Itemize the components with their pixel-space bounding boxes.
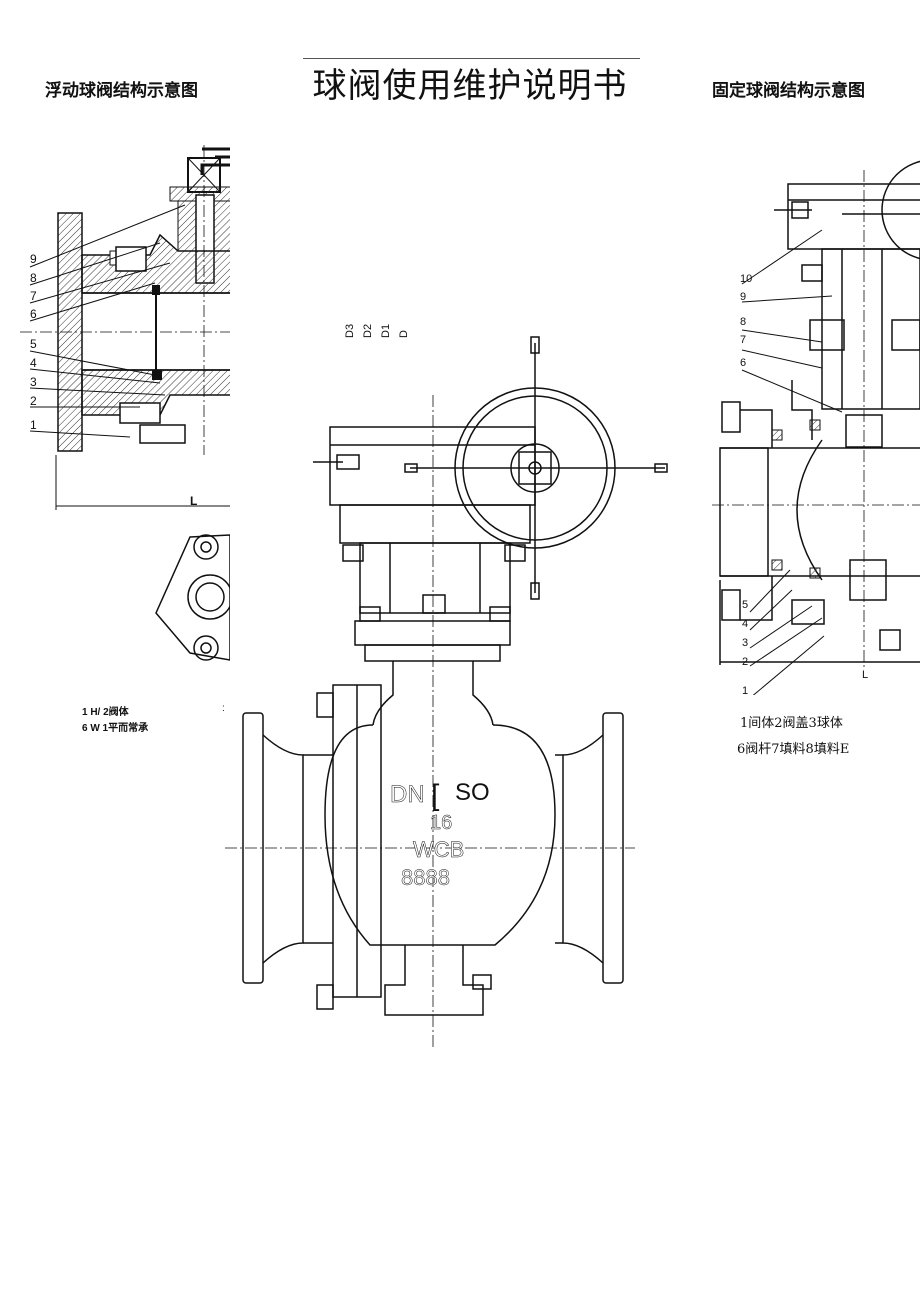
dim-d2: D2 (362, 324, 374, 338)
xv-length-label: L (862, 669, 868, 681)
xv-part-4: 4 (742, 618, 748, 630)
fv-part-8: 8 (30, 271, 37, 285)
right-caption: 固定球阀结构示意图 (712, 81, 865, 101)
gear-valve-drawing: DN [ SO 16 WCB 8888 (225, 336, 668, 1047)
marking-so: SO (455, 779, 490, 806)
xv-part-6: 6 (740, 357, 746, 369)
marking-pressure: 16 (430, 812, 452, 834)
xv-part-7: 7 (740, 334, 746, 346)
fv-part-1: 1 (30, 418, 37, 432)
xv-part-3: 3 (742, 637, 748, 649)
floating-valve-drawing: 9 8 7 6 5 4 3 2 1 L (20, 145, 230, 661)
fv-legend-line1: 1 H/ 2阀体 (82, 707, 129, 718)
xv-legend-line2: 6阀杆7填料8填料E (737, 742, 850, 757)
xv-part-5: 5 (742, 599, 748, 611)
document-title: 球阀使用维护说明书 (312, 66, 628, 106)
fv-part-9: 9 (30, 252, 37, 266)
marking-material: WCB (413, 837, 464, 862)
fv-legend-line2: 6 W 1平而常承 (82, 723, 149, 734)
xv-part-10: 10 (740, 273, 752, 285)
xv-part-8: 8 (740, 316, 746, 328)
marking-serial: 8888 (401, 865, 450, 890)
fv-part-7: 7 (30, 289, 37, 303)
fv-dimension-labels: D3 D2 D1 D (344, 324, 410, 338)
xv-part-2: 2 (742, 656, 748, 668)
fv-length-label: L (190, 494, 197, 508)
fv-part-4: 4 (30, 356, 37, 370)
marking-dn: DN (390, 781, 425, 808)
xv-legend-line1: 1间体2阀盖3球体 (740, 716, 843, 731)
fv-part-3: 3 (30, 375, 37, 389)
dim-d3: D3 (344, 324, 356, 338)
xv-part-9: 9 (740, 291, 746, 303)
dim-d1: D1 (380, 324, 392, 338)
fv-stray-mark: : (222, 703, 225, 714)
fv-part-2: 2 (30, 394, 37, 408)
left-caption: 浮动球阀结构示意图 (45, 81, 198, 101)
title-rule (303, 58, 640, 59)
marking-bracket: [ (431, 779, 440, 812)
fixed-valve-drawing: 10 9 8 7 6 5 4 3 2 1 L (712, 160, 920, 695)
dim-d: D (398, 330, 410, 338)
xv-part-1: 1 (742, 685, 748, 695)
fv-part-5: 5 (30, 337, 37, 351)
fv-part-6: 6 (30, 307, 37, 321)
